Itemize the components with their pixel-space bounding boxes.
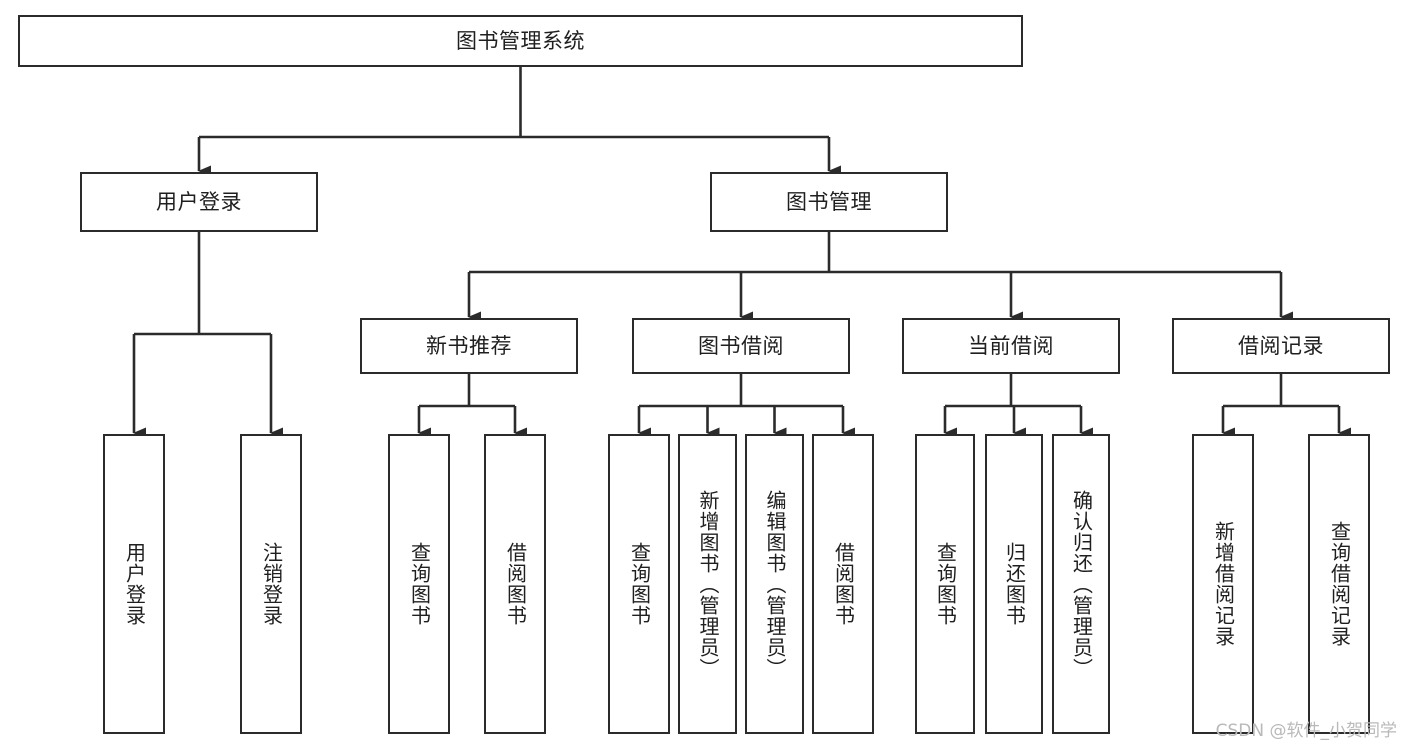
node-box-bw-edit[interactable]: 编辑图书（管理员） [745,434,804,734]
node-label-newbook: 新书推荐 [426,333,512,358]
tree-connectors [132,67,1351,439]
node-label-user-login: 用户登录 [122,542,147,626]
node-label-current: 当前借阅 [968,333,1054,358]
node-box-rc-query[interactable]: 查询借阅记录 [1308,434,1370,734]
node-box-login[interactable]: 用户登录 [80,172,318,232]
node-label-bw-add: 新增图书（管理员） [696,489,720,679]
node-label-nb-query: 查询图书 [407,542,432,626]
node-label-rc-add: 新增借阅记录 [1211,521,1236,647]
node-box-cu-confirm[interactable]: 确认归还（管理员） [1052,434,1110,734]
node-box-root[interactable]: 图书管理系统 [18,15,1023,67]
node-label-bookmgmt: 图书管理 [786,189,872,214]
node-box-cu-return[interactable]: 归还图书 [985,434,1043,734]
node-label-cu-query: 查询图书 [933,542,958,626]
node-box-newbook[interactable]: 新书推荐 [360,318,578,374]
node-label-login: 用户登录 [156,189,242,214]
node-box-cu-query[interactable]: 查询图书 [915,434,975,734]
node-box-bookmgmt[interactable]: 图书管理 [710,172,948,232]
node-label-records: 借阅记录 [1238,333,1324,358]
node-label-borrow: 图书借阅 [698,333,784,358]
node-box-nb-borrow[interactable]: 借阅图书 [484,434,546,734]
node-label-bw-borrow: 借阅图书 [831,542,856,626]
node-label-user-logout: 注销登录 [259,542,284,626]
node-box-bw-query[interactable]: 查询图书 [608,434,670,734]
node-box-bw-borrow[interactable]: 借阅图书 [812,434,874,734]
node-box-borrow[interactable]: 图书借阅 [632,318,850,374]
node-label-root: 图书管理系统 [456,28,585,53]
node-box-nb-query[interactable]: 查询图书 [388,434,450,734]
node-box-records[interactable]: 借阅记录 [1172,318,1390,374]
node-box-rc-add[interactable]: 新增借阅记录 [1192,434,1254,734]
node-box-user-logout[interactable]: 注销登录 [240,434,302,734]
node-label-nb-borrow: 借阅图书 [503,542,528,626]
node-box-current[interactable]: 当前借阅 [902,318,1120,374]
node-label-cu-return: 归还图书 [1002,542,1027,626]
node-label-bw-query: 查询图书 [627,542,652,626]
node-box-bw-add[interactable]: 新增图书（管理员） [678,434,737,734]
node-label-bw-edit: 编辑图书（管理员） [763,489,787,679]
node-box-user-login[interactable]: 用户登录 [103,434,165,734]
node-label-rc-query: 查询借阅记录 [1327,521,1352,647]
node-label-cu-confirm: 确认归还（管理员） [1069,489,1094,679]
